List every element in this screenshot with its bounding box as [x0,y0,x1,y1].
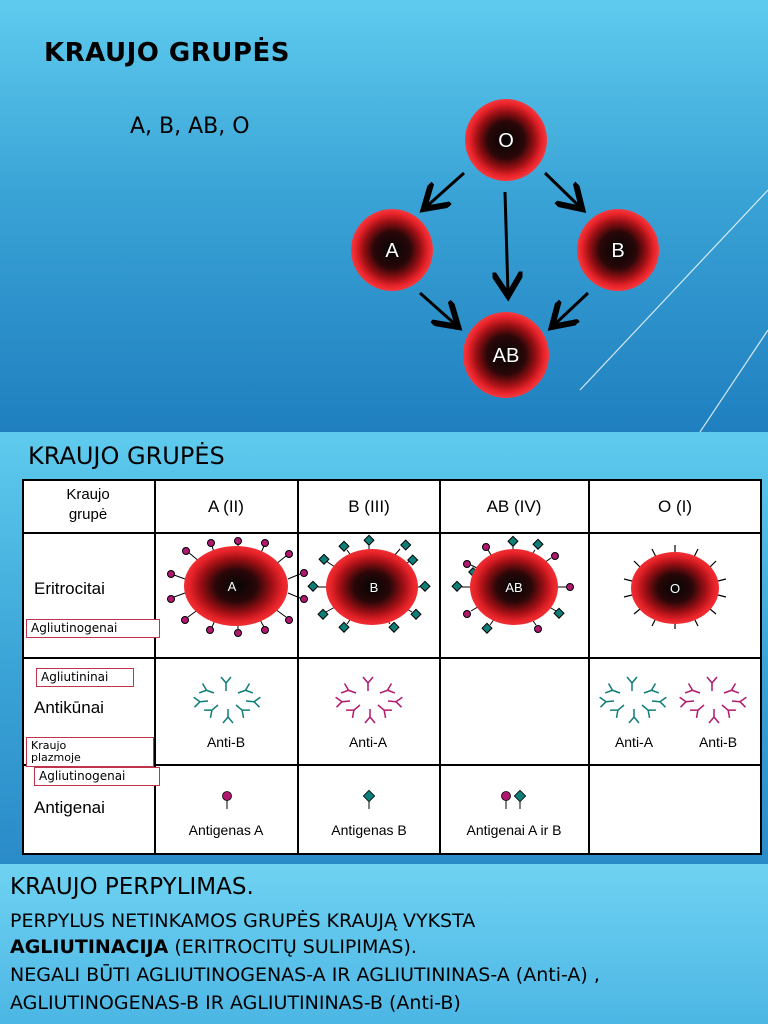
arrow-o-to-ab [505,191,508,293]
section-title-transfusion: KRAUJO PERPYLIMAS. [10,874,254,900]
antibody-anti-a-b-col [334,676,404,724]
erythrocyte-b: B [307,534,431,633]
svg-text:O: O [498,130,514,152]
header-col-b: B (III) [348,497,390,516]
blood-group-table: Kraujo grupė A (II) B (III) AB (IV) O (I… [22,479,762,855]
arrow-a-to-ab [419,291,456,325]
slide-blood-groups-table: KRAUJO GRUPĖS [0,432,768,864]
svg-text:A: A [228,579,237,594]
arrow-o-to-b [543,171,580,207]
svg-text:B: B [370,580,379,595]
header-group-line1: Kraujo [66,486,109,503]
decorative-lines [579,189,768,432]
tag-agliutininai: Agliutininai [36,668,134,688]
svg-text:AB: AB [493,345,520,367]
antibody-anti-b-o-col [678,676,748,724]
erythrocyte-ab: AB [451,535,574,634]
tag-agliutinogenai-2: Agliutinogenai [34,767,160,787]
antibody-label-o-col-1: Anti-A [615,734,654,750]
antibody-label-a-col: Anti-B [207,734,245,750]
blood-group-compatibility-diagram: O A B AB [351,99,659,398]
page-title: KRAUJO GRUPĖS [44,38,290,68]
antigen-b-icon [362,789,376,809]
section-title: KRAUJO GRUPĖS [28,442,225,470]
text-line-3: NEGALI BŪTI AGLIUTINOGENAS-A IR AGLIUTIN… [10,964,600,986]
erythrocyte-o: O [623,545,727,629]
header-col-a: A (II) [208,497,244,516]
text-line-2: AGLIUTINACIJA (ERITROCITŲ SULIPIMAS). [10,936,417,958]
node-o: O [465,99,547,181]
arrow-b-to-ab [554,291,590,325]
svg-text:A: A [385,240,399,262]
node-a: A [351,209,433,291]
antigen-label-a: Antigenas A [189,822,264,838]
antigen-label-b: Antigenas B [331,822,407,838]
text-line-4: AGLIUTINOGENAS-B IR AGLIUTININAS-B (Anti… [10,992,461,1014]
svg-text:AB: AB [505,580,522,595]
text-line-1: PERPYLUS NETINKAMOS GRUPĖS KRAUJĄ VYKSTA [10,910,476,932]
row-label-antikunai: Antikūnai [34,698,104,717]
tag-agliutinogenai-1: Agliutinogenai [26,619,160,639]
header-col-ab: AB (IV) [487,497,542,516]
antigen-a-icon [222,791,232,809]
blood-group-list: A, B, AB, O [130,114,250,139]
antibody-anti-a-o-col [598,676,668,724]
tag-kraujo-plazmoje: Kraujo plazmoje [26,737,154,768]
antigen-label-ab: Antigenai A ir B [467,822,562,838]
antibody-anti-b-a-col [192,676,262,724]
antibody-label-b-col: Anti-A [349,734,388,750]
antigen-ab-icon [501,789,527,809]
node-b: B [577,209,659,291]
erythrocyte-a: A [167,537,308,637]
slide-blood-groups-diagram: KRAUJO GRUPĖS A, B, AB, O O [0,0,768,432]
row-label-eritrocitai: Eritrocitai [34,579,105,598]
header-col-o: O (I) [658,497,692,516]
node-ab: AB [463,312,549,398]
row-label-antigenai: Antigenai [34,798,105,817]
svg-text:B: B [611,240,624,262]
slide-blood-transfusion: KRAUJO PERPYLIMAS. PERPYLUS NETINKAMOS G… [0,864,768,1024]
header-group-line2: grupė [69,506,107,523]
antibody-label-o-col-2: Anti-B [699,734,737,750]
svg-text:O: O [670,581,680,596]
arrow-o-to-a [426,171,466,207]
table-grid: Kraujo grupė A (II) B (III) AB (IV) O (I… [22,479,762,855]
